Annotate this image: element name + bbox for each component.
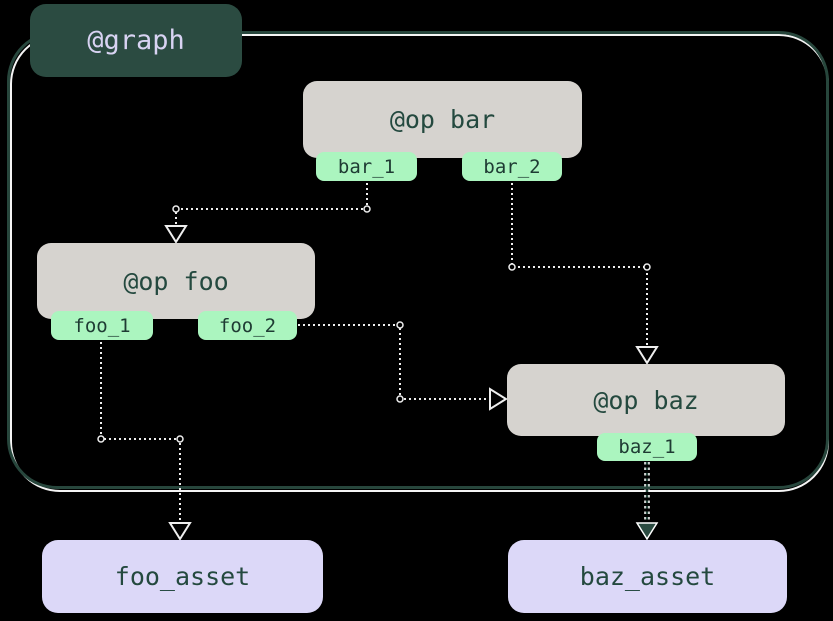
output-tag-foo-2[interactable]: foo_2 bbox=[198, 311, 297, 340]
asset-node-foo-asset[interactable]: foo_asset bbox=[42, 540, 323, 613]
arrowhead-into-baz-asset bbox=[635, 522, 659, 541]
graph-label: @graph bbox=[87, 25, 185, 56]
op-foo-label: @op foo bbox=[123, 266, 229, 296]
output-tag-bar-2-label: bar_2 bbox=[483, 155, 541, 178]
graph-boundary bbox=[7, 31, 829, 489]
output-tag-bar-1[interactable]: bar_1 bbox=[316, 152, 417, 181]
graph-label-badge[interactable]: @graph bbox=[30, 4, 242, 77]
arrowhead-into-foo-asset bbox=[168, 522, 192, 541]
foo-asset-label: foo_asset bbox=[114, 562, 251, 591]
output-tag-baz-1[interactable]: baz_1 bbox=[597, 433, 697, 461]
op-node-baz[interactable]: @op baz bbox=[507, 364, 785, 436]
op-baz-label: @op baz bbox=[593, 385, 699, 415]
output-tag-baz-1-label: baz_1 bbox=[618, 436, 676, 458]
asset-node-baz-asset[interactable]: baz_asset bbox=[508, 540, 787, 613]
output-tag-foo-1[interactable]: foo_1 bbox=[51, 311, 153, 340]
op-node-foo[interactable]: @op foo bbox=[37, 243, 315, 319]
baz-asset-label: baz_asset bbox=[579, 562, 716, 591]
op-node-bar[interactable]: @op bar bbox=[303, 81, 582, 158]
output-tag-bar-2[interactable]: bar_2 bbox=[462, 152, 562, 181]
output-tag-bar-1-label: bar_1 bbox=[337, 155, 396, 178]
output-tag-foo-1-label: foo_1 bbox=[73, 314, 131, 337]
output-tag-foo-2-label: foo_2 bbox=[218, 314, 277, 337]
op-bar-label: @op bar bbox=[389, 105, 496, 134]
